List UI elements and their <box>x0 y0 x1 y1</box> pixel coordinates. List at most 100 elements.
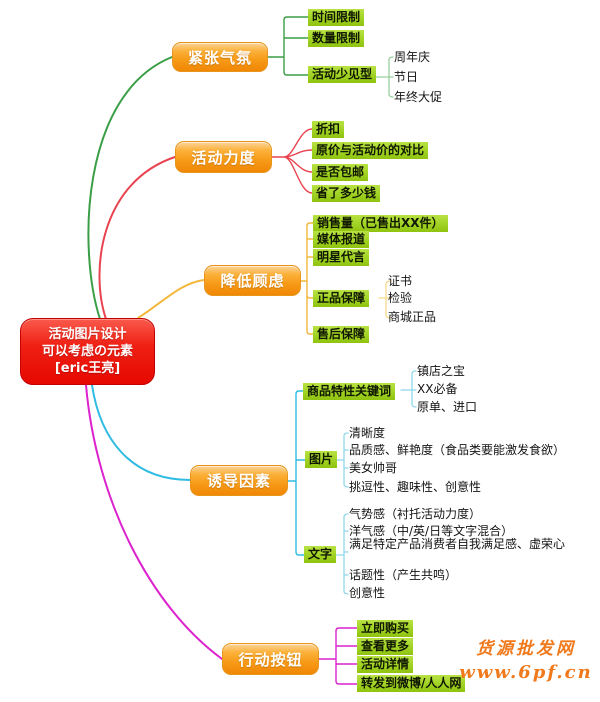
branch-node-inducement[interactable]: 诱导因素 <box>190 465 288 496</box>
branch3-curve <box>137 279 205 319</box>
leaf-inspection[interactable]: 检验 <box>388 291 412 306</box>
branch-node-tension[interactable]: 紧张气氛 <box>172 42 268 72</box>
branch-label: 降低顾虑 <box>220 272 285 290</box>
branch1-leaf-bracket <box>373 56 394 98</box>
leaf-teasing-fun-creative[interactable]: 挑逗性、趣味性、创意性 <box>349 480 481 495</box>
subtopic-label: 媒体报道 <box>317 232 366 246</box>
subtopic-label: 售后保障 <box>317 327 366 341</box>
subtopic-text[interactable]: 文字 <box>304 546 337 563</box>
branch-label: 紧张气氛 <box>187 48 252 67</box>
watermark: 货源批发网 www.6pf.cn <box>452 637 600 685</box>
subtopic-label: 活动详情 <box>361 657 410 671</box>
central-topic[interactable]: 活动图片设计 可以考虑の元素 [eric王亮] <box>20 318 155 385</box>
leaf-label: 镇店之宝 <box>417 364 466 378</box>
leaf-label: 挑逗性、趣味性、创意性 <box>349 480 482 494</box>
branch-node-strength[interactable]: 活动力度 <box>175 141 272 173</box>
subtopic-free-shipping[interactable]: 是否包邮 <box>312 164 369 181</box>
subtopic-label: 活动少见型 <box>312 67 373 81</box>
leaf-label: 洋气感（中/英/日等文字混合） <box>349 524 514 538</box>
leaf-quality-vividness[interactable]: 品质感、鲜艳度（食品类要能激发食欲） <box>349 443 565 458</box>
subtopic-after-sale-guarantee[interactable]: 售后保障 <box>313 326 370 343</box>
branch1-curve <box>87 56 173 320</box>
subtopic-buy-now[interactable]: 立即购买 <box>357 620 414 637</box>
leaf-label: 品质感、鲜艳度（食品类要能激发食欲） <box>349 443 566 457</box>
leaf-label: 清晰度 <box>349 426 386 440</box>
branch4-image-bracket <box>334 432 349 488</box>
subtopic-label: 时间限制 <box>312 10 361 24</box>
leaf-label: 美女帅哥 <box>349 461 398 475</box>
subtopic-money-saved[interactable]: 省了多少钱 <box>312 185 381 202</box>
leaf-self-satisfaction[interactable]: 满足特定产品消费者自我满足感、虚荣心 <box>349 537 587 552</box>
leaf-clarity[interactable]: 清晰度 <box>349 426 385 441</box>
leaf-certificate[interactable]: 证书 <box>388 274 412 289</box>
subtopic-label: 省了多少钱 <box>316 186 377 200</box>
branch-label: 行动按钮 <box>238 650 303 669</box>
leaf-label: 话题性（产生共鸣） <box>349 568 458 582</box>
leaf-beauty-handsome[interactable]: 美女帅哥 <box>349 461 397 476</box>
leaf-topicality[interactable]: 话题性（产生共鸣） <box>349 568 457 583</box>
subtopic-label: 图片 <box>309 452 334 466</box>
subtopic-price-contrast[interactable]: 原价与活动价的对比 <box>312 142 429 159</box>
subtopic-rare-activity[interactable]: 活动少见型 <box>308 66 377 83</box>
subtopic-label: 原价与活动价的对比 <box>316 143 425 157</box>
branch-node-reduce-concern[interactable]: 降低顾虑 <box>204 265 301 296</box>
leaf-mall-genuine[interactable]: 商城正品 <box>388 310 436 325</box>
leaf-year-end-sale[interactable]: 年终大促 <box>394 90 442 105</box>
leaf-foreign-flavor[interactable]: 洋气感（中/英/日等文字混合） <box>349 524 513 539</box>
branch-label: 活动力度 <box>191 148 256 167</box>
leaf-label: 原单、进口 <box>417 400 478 414</box>
central-topic-line1: 活动图片设计 <box>48 327 127 342</box>
central-topic-line3: [eric王亮] <box>54 361 121 376</box>
subtopic-sales-volume[interactable]: 销售量（已售出XX件） <box>313 215 448 232</box>
subtopic-time-limit[interactable]: 时间限制 <box>308 9 365 26</box>
leaf-label: 气势感（衬托活动力度） <box>349 507 482 521</box>
branch4-text-bracket <box>334 513 349 595</box>
subtopic-media-report[interactable]: 媒体报道 <box>313 231 370 248</box>
subtopic-label: 销售量（已售出XX件） <box>317 216 444 230</box>
subtopic-see-more[interactable]: 查看更多 <box>357 638 414 655</box>
watermark-site-name: 货源批发网 <box>476 639 576 659</box>
subtopic-product-keywords[interactable]: 商品特性关键词 <box>303 383 396 400</box>
leaf-anniversary[interactable]: 周年庆 <box>394 50 430 65</box>
branch4-child-links <box>287 390 306 556</box>
branch2-curve <box>98 156 176 320</box>
leaf-label: 节日 <box>394 70 419 84</box>
branch-node-action-button[interactable]: 行动按钮 <box>222 643 319 675</box>
leaf-label: 证书 <box>388 274 413 288</box>
leaf-label: 年终大促 <box>394 90 443 104</box>
branch3-child-links <box>300 222 314 335</box>
subtopic-label: 正品保障 <box>317 291 366 305</box>
subtopic-activity-details[interactable]: 活动详情 <box>357 656 414 673</box>
branch1-child-links <box>267 16 309 76</box>
branch4-curve <box>91 384 191 481</box>
branch5-curve <box>85 384 223 660</box>
leaf-xx-essential[interactable]: XX必备 <box>417 382 457 397</box>
leaf-original-import[interactable]: 原单、进口 <box>417 400 477 415</box>
branch-label: 诱导因素 <box>206 472 271 490</box>
subtopic-label: 数量限制 <box>312 31 361 45</box>
branch3-leaf-bracket <box>378 280 392 319</box>
subtopic-celebrity-endorsement[interactable]: 明星代言 <box>313 249 370 266</box>
subtopic-label: 查看更多 <box>361 639 410 653</box>
subtopic-label: 文字 <box>308 547 333 561</box>
branch2-child-links <box>271 128 313 194</box>
leaf-label: 检验 <box>388 291 413 305</box>
subtopic-discount[interactable]: 折扣 <box>312 121 345 138</box>
subtopic-image[interactable]: 图片 <box>305 451 338 468</box>
subtopic-share-weibo-renren[interactable]: 转发到微博/人人网 <box>357 675 466 692</box>
subtopic-quantity-limit[interactable]: 数量限制 <box>308 30 365 47</box>
subtopic-label: 立即购买 <box>361 621 410 635</box>
leaf-label: XX必备 <box>417 382 458 396</box>
leaf-store-treasure[interactable]: 镇店之宝 <box>417 364 465 379</box>
leaf-creativity[interactable]: 创意性 <box>349 586 385 601</box>
subtopic-label: 转发到微博/人人网 <box>361 676 462 690</box>
leaf-label: 商城正品 <box>388 310 437 324</box>
leaf-festival[interactable]: 节日 <box>394 70 418 85</box>
leaf-momentum[interactable]: 气势感（衬托活动力度） <box>349 507 481 522</box>
subtopic-label: 是否包邮 <box>316 165 365 179</box>
subtopic-authenticity-guarantee[interactable]: 正品保障 <box>313 290 370 307</box>
subtopic-label: 明星代言 <box>317 250 366 264</box>
branch5-child-links <box>318 627 358 685</box>
